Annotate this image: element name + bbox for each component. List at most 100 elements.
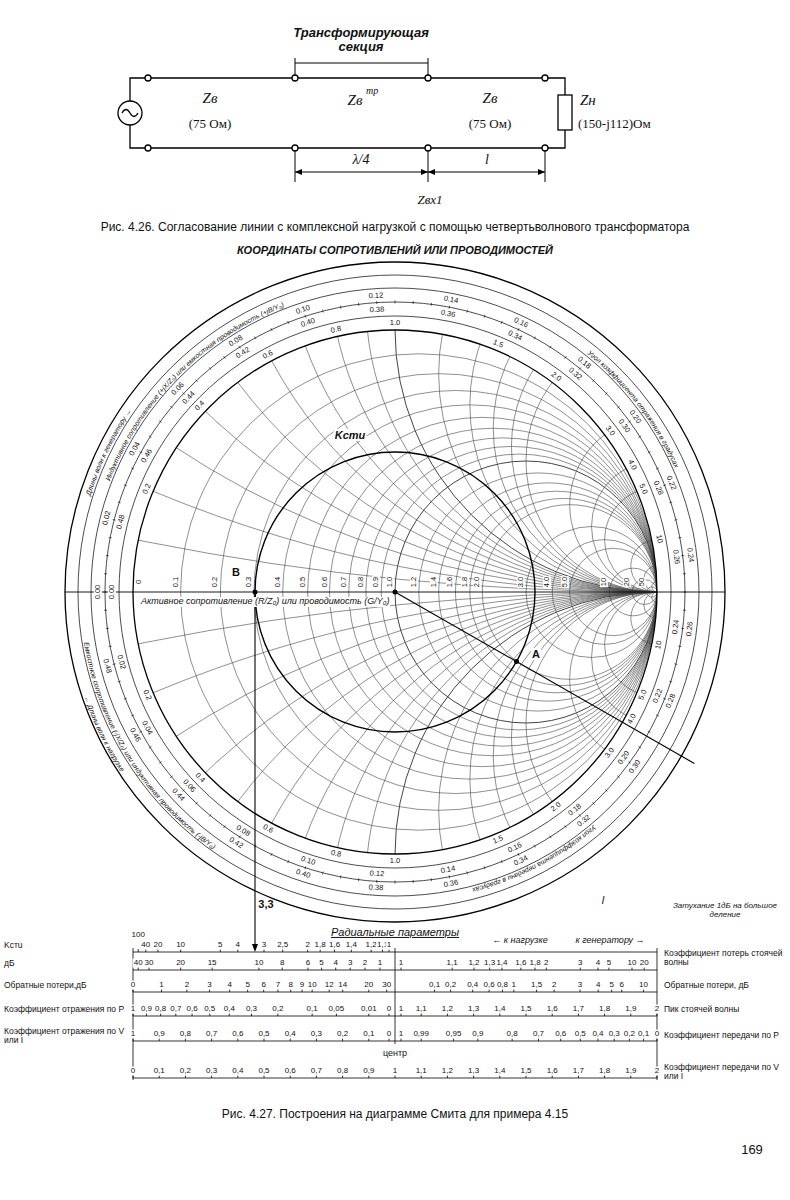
scale-number: 0,1	[362, 1030, 375, 1039]
wavelength-number: 0.02	[115, 653, 127, 671]
scale-number: 6	[618, 981, 624, 990]
reactance-arc	[395, 592, 790, 1116]
scale-number: 1	[398, 1030, 404, 1039]
wavelength-number: 0.14	[442, 295, 460, 306]
center-label: центр	[383, 1049, 407, 1059]
tick	[104, 592, 107, 593]
tick	[220, 949, 221, 952]
scale-number: 8	[279, 959, 285, 968]
figure-caption: Рис. 4.27. Построения на диаграмме Смита…	[222, 1108, 568, 1121]
reactance-arc	[493, 592, 790, 920]
tick	[657, 1038, 658, 1041]
wavelength-number: 0.48	[115, 513, 127, 531]
tick	[580, 1038, 581, 1041]
scale-number: 0,2	[271, 1005, 284, 1014]
reactance-number: 1.0	[389, 857, 401, 865]
scale-number: 1,2	[467, 959, 480, 968]
resistance-number: 50	[638, 577, 646, 587]
reactance-arc	[592, 461, 723, 592]
scale-number: 1,8	[598, 1005, 611, 1014]
resistance-number: 0.6	[320, 576, 328, 588]
tick	[639, 436, 642, 438]
scale-number: 1	[130, 1005, 136, 1014]
ring-title: Угол коэффициента отражения в градусах	[586, 348, 681, 469]
scale-number: 10	[175, 941, 186, 950]
scale-number: 4	[332, 959, 338, 968]
scale-number: 1	[386, 941, 392, 950]
tick	[630, 1075, 631, 1078]
scale-number: 1,1	[415, 1067, 428, 1076]
tick	[453, 1038, 454, 1041]
wavelength-number: 0.10	[298, 855, 316, 868]
radial-scales	[133, 948, 657, 1080]
scale-number: 1,4	[493, 1067, 506, 1076]
impedance-label: Zвх1	[417, 193, 442, 207]
scale-number: 0	[654, 1030, 660, 1039]
tick	[368, 1075, 369, 1078]
tick	[597, 967, 598, 970]
source-symbol	[118, 101, 142, 125]
reactance-number: 1.5	[491, 834, 506, 846]
point-label: B	[231, 566, 241, 578]
tick	[552, 1013, 553, 1016]
tick	[617, 776, 619, 778]
wavelength-number: 0.26	[685, 620, 695, 638]
tick	[335, 967, 336, 970]
scale-number: 5	[606, 959, 612, 968]
reactance-arc	[439, 592, 790, 1029]
scale-number: 1,5	[519, 1067, 532, 1076]
scale-number: 0,8	[336, 1067, 349, 1076]
wavelength-number: 0.12	[368, 291, 385, 300]
tick	[229, 989, 230, 992]
scale-number: 1	[511, 981, 517, 990]
scale-name: Пик стоячей волны	[664, 1005, 786, 1014]
scale-number: 12	[324, 981, 335, 990]
scale-number: 0,05	[328, 1005, 346, 1014]
tick	[681, 555, 684, 556]
tick	[520, 967, 521, 970]
tick	[580, 967, 581, 970]
source-symbol	[122, 110, 138, 117]
tick	[340, 306, 342, 309]
tick	[159, 1038, 160, 1041]
scale-number: 0,5	[257, 1067, 270, 1076]
tick	[489, 967, 490, 970]
tick	[239, 346, 241, 349]
tick	[466, 310, 468, 313]
scale-number: 1,8	[528, 959, 541, 968]
tick	[674, 663, 677, 665]
tick	[628, 421, 630, 423]
reactance-arc	[0, 0, 790, 592]
tick	[290, 1075, 291, 1078]
tick	[288, 321, 289, 324]
direction-label: ← к нагрузке	[492, 936, 547, 946]
scale-number: 1,7	[572, 1005, 585, 1014]
tick	[434, 989, 435, 992]
scale-number: 1,5	[519, 1005, 532, 1014]
reactance-number: 10	[654, 639, 664, 651]
tick	[340, 875, 342, 878]
resistance-number: 2.0	[473, 576, 481, 588]
tick	[113, 663, 116, 665]
wavelength-number: 0.46	[127, 726, 142, 745]
tick	[683, 610, 686, 611]
reactance-number: 0.8	[329, 324, 343, 335]
tick	[277, 1013, 278, 1016]
tick	[663, 698, 666, 699]
reactance-arc	[2, 0, 790, 592]
scale-number: 0	[386, 1030, 392, 1039]
reactance-number: 0.2	[140, 688, 152, 703]
tick	[386, 989, 387, 992]
scale-number: 2	[551, 981, 557, 990]
tick	[192, 1013, 193, 1016]
scale-number: 0,7	[205, 1030, 218, 1039]
tick	[473, 1013, 474, 1016]
tick	[277, 989, 278, 992]
scale-number: 0	[130, 1067, 136, 1076]
reactance-arc	[0, 0, 790, 592]
tick	[473, 1075, 474, 1078]
scale-number: 2	[543, 959, 549, 968]
tick	[364, 967, 365, 970]
point-marker	[514, 659, 519, 664]
